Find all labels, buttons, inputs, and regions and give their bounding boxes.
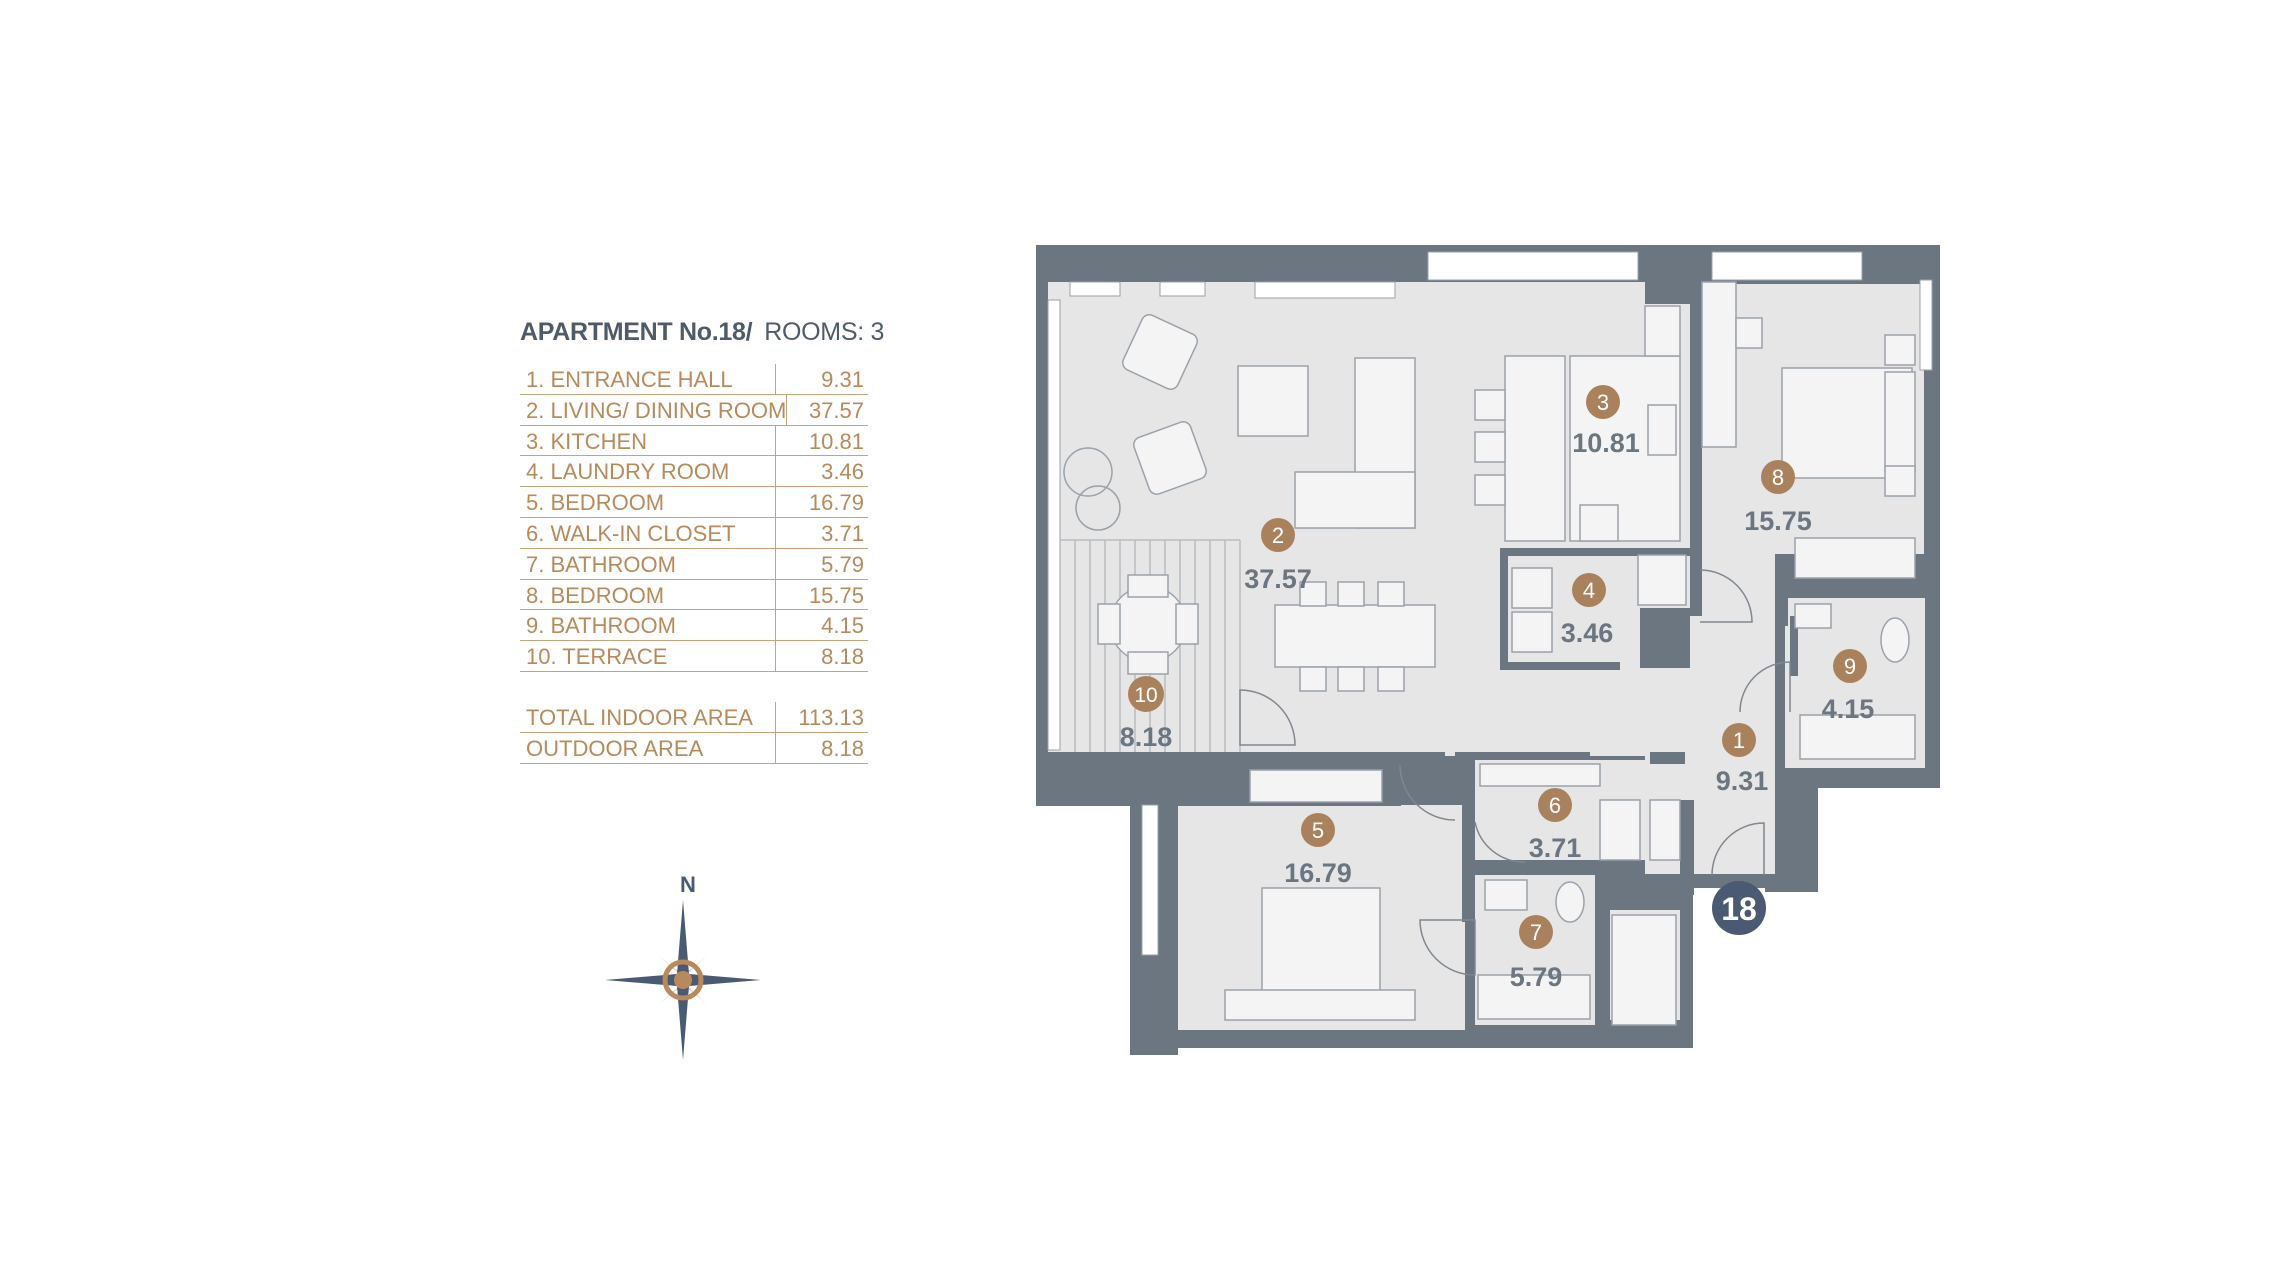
- legend-row-label: 9. BATHROOM: [520, 610, 776, 641]
- legend-row: 1. ENTRANCE HALL 9.31: [520, 364, 868, 395]
- room-number: 7: [1530, 920, 1542, 945]
- legend-row-label: 8. BEDROOM: [520, 579, 776, 610]
- room-area: 9.31: [1716, 766, 1769, 796]
- legend-row-value: 4.15: [821, 613, 864, 639]
- room-badge-5: [1301, 813, 1335, 847]
- legend-row: 10. TERRACE 8.18: [520, 641, 868, 672]
- legend-row-label: 6. WALK-IN CLOSET: [520, 517, 776, 548]
- legend-title: APARTMENT No.18/ROOMS: 3: [520, 312, 884, 352]
- room-number: 3: [1597, 390, 1609, 415]
- legend-row-label: 1. ENTRANCE HALL: [520, 364, 776, 394]
- room-area: 16.79: [1284, 858, 1352, 888]
- room-badge-3: [1586, 385, 1620, 419]
- room-badge-8: [1761, 460, 1795, 494]
- legend-row: 7. BATHROOM 5.79: [520, 548, 868, 580]
- room-number: 10: [1134, 684, 1157, 707]
- apartment-number: 18: [1721, 891, 1757, 927]
- legend-row-label: 3. KITCHEN: [520, 425, 776, 456]
- apartment-title: APARTMENT No.18/: [520, 318, 753, 346]
- room-badge-2: [1261, 518, 1295, 552]
- legend-row: 8. BEDROOM 15.75: [520, 579, 868, 611]
- room-area: 3.71: [1529, 833, 1582, 863]
- legend-row-value: 10.81: [808, 428, 864, 454]
- legend-row-value: 3.71: [821, 520, 864, 546]
- legend-row-value: 15.75: [808, 582, 864, 608]
- room-badges: 1 9.31 2 37.57 3 10.81 4 3.46 5 16.79 6 …: [1120, 385, 1875, 992]
- room-area: 15.75: [1744, 506, 1812, 536]
- furniture: [1063, 281, 1916, 1026]
- legend-row-value: 8.18: [821, 644, 864, 670]
- apartment-number-badge: 18: [1712, 881, 1766, 935]
- legend-row-label: 4. LAUNDRY ROOM: [520, 456, 776, 487]
- legend-total-row: TOTAL INDOOR AREA 113.13: [520, 701, 868, 733]
- legend-row-value: 9.31: [821, 367, 864, 392]
- total-indoor-value: 113.13: [798, 704, 864, 730]
- room-number: 2: [1272, 523, 1284, 548]
- legend-row: 9. BATHROOM 4.15: [520, 610, 868, 642]
- legend-row-label: 2. LIVING/ DINING ROOM: [520, 394, 788, 425]
- room-area: 10.81: [1572, 428, 1640, 458]
- legend-row-label: 7. BATHROOM: [520, 548, 776, 579]
- room-badge-9: [1833, 649, 1867, 683]
- legend-row-value: 37.57: [808, 397, 864, 423]
- room-area: 5.79: [1510, 962, 1563, 992]
- room-number: 4: [1583, 578, 1595, 603]
- room-area: 8.18: [1120, 722, 1173, 752]
- room-badge-10: [1128, 676, 1164, 712]
- room-area: 37.57: [1244, 564, 1312, 594]
- room-area: 3.46: [1561, 618, 1614, 648]
- room-badge-7: [1519, 915, 1553, 949]
- room-number: 6: [1549, 793, 1561, 818]
- room-badge-4: [1572, 573, 1606, 607]
- room-badge-1: [1722, 723, 1756, 757]
- outdoor-area-value: 8.18: [821, 735, 864, 761]
- room-badge-6: [1538, 788, 1572, 822]
- legend-total-row: OUTDOOR AREA 8.18: [520, 732, 868, 764]
- room-number: 9: [1844, 654, 1856, 679]
- legend-row: 4. LAUNDRY ROOM 3.46: [520, 456, 868, 488]
- legend-row: 2. LIVING/ DINING ROOM 37.57: [520, 394, 868, 426]
- legend-row-label: 5. BEDROOM: [520, 487, 776, 517]
- room-number: 1: [1733, 728, 1745, 753]
- legend-row: 5. BEDROOM 16.79: [520, 487, 868, 518]
- windows: [1047, 251, 1933, 956]
- room-legend: APARTMENT No.18/ROOMS: 3 1. ENTRANCE HAL…: [520, 312, 884, 764]
- legend-row-value: 5.79: [821, 551, 864, 577]
- rooms-count: ROOMS: 3: [764, 318, 885, 346]
- legend-row-label: 10. TERRACE: [520, 641, 776, 671]
- outdoor-area-label: OUTDOOR AREA: [520, 732, 776, 763]
- legend-row-value: 16.79: [808, 490, 864, 516]
- door-swings: [1239, 569, 1791, 976]
- total-indoor-label: TOTAL INDOOR AREA: [520, 701, 776, 732]
- room-number: 8: [1772, 465, 1784, 490]
- legend-row: 3. KITCHEN 10.81: [520, 425, 868, 457]
- legend-row: 6. WALK-IN CLOSET 3.71: [520, 517, 868, 549]
- legend-rows: 1. ENTRANCE HALL 9.31 2. LIVING/ DINING R…: [520, 364, 868, 764]
- legend-row-value: 3.46: [821, 459, 864, 485]
- room-area: 4.15: [1822, 694, 1875, 724]
- room-number: 5: [1312, 818, 1324, 843]
